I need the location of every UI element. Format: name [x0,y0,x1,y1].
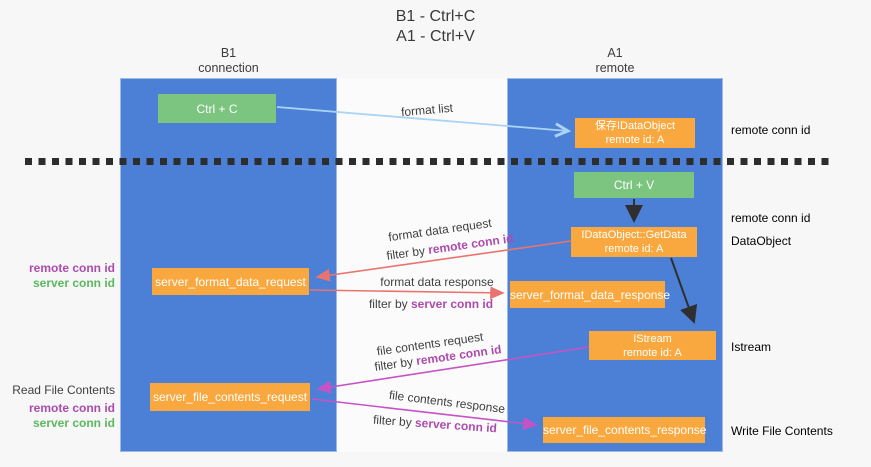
node-server-file-contents-response: server_file_contents_response [543,417,707,443]
label-filter-by-server-1-highlight: server conn id [410,297,494,311]
node-idataobject-getdata-line1: IDataObject::GetData [581,229,687,241]
node-server-format-data-response-label: server_format_data_response [510,287,671,302]
phase-separator-dashed-line [25,158,833,165]
node-istream-line2: remote id: A [623,346,682,359]
left-conn-id-labels: remote conn id server conn id [8,261,115,291]
node-server-file-contents-request-label: server_file_contents_request [152,390,308,404]
node-ctrl-v-label: Ctrl + V [613,178,655,192]
left-remote-conn-id-label: remote conn id [28,261,115,275]
node-idataobject-getdata-line2: remote id: A [604,243,664,255]
node-save-idataobject-line2: remote id: A [605,134,665,146]
node-server-format-data-request: server_format_data_request [152,268,309,295]
node-server-format-data-response: server_format_data_response [510,281,671,308]
node-save-idataobject: 保存IDataObject remote id: A [575,118,695,148]
right-column-name: A1 [607,46,623,60]
left-server-conn-id-label-2: server conn id [32,416,115,430]
left-remote-conn-id-label-2: remote conn id [28,401,115,415]
node-server-file-contents-response-label: server_file_contents_response [543,423,707,437]
left-column-name: B1 [220,46,237,60]
istream-label: Istream [731,340,772,354]
left-column-header: B1 connection [120,46,337,76]
read-file-contents-label: Read File Contents [12,383,115,397]
left-server-conn-id-label: server conn id [32,276,115,290]
title-line-2: A1 - Ctrl+V [396,28,475,45]
node-server-format-data-request-label: server_format_data_request [155,274,306,289]
label-format-data-response: format data response [380,275,494,289]
diagram-title: B1 - Ctrl+C A1 - Ctrl+V [0,7,871,47]
right-column-header: A1 remote [507,46,723,76]
node-istream-line1: IStream [633,332,672,345]
write-file-contents-label: Write File Contents [731,424,833,438]
left-column-subtitle: connection [198,61,259,75]
node-ctrl-v: Ctrl + V [574,172,694,198]
left-file-contents-labels: Read File Contents remote conn id server… [8,383,115,431]
right-remote-conn-id-label-2: remote conn id [731,211,811,225]
node-istream: IStream remote id: A [589,331,716,360]
node-ctrl-c: Ctrl + C [158,94,276,123]
label-filter-by-server-2-prefix: filter by [372,412,416,430]
node-idataobject-getdata: IDataObject::GetData remote id: A [571,227,697,257]
dataobject-label: DataObject [731,234,792,248]
node-ctrl-c-label: Ctrl + C [196,101,238,116]
label-filter-by-server-1-prefix: filter by [368,297,411,311]
right-remote-conn-id-label-1: remote conn id [731,123,811,137]
node-server-file-contents-request: server_file_contents_request [150,383,310,411]
label-filter-by-server-1: filter by server conn id [369,297,493,311]
title-line-1: B1 - Ctrl+C [395,8,476,25]
right-column-subtitle: remote [595,61,635,75]
node-save-idataobject-line1: 保存IDataObject [594,120,676,132]
